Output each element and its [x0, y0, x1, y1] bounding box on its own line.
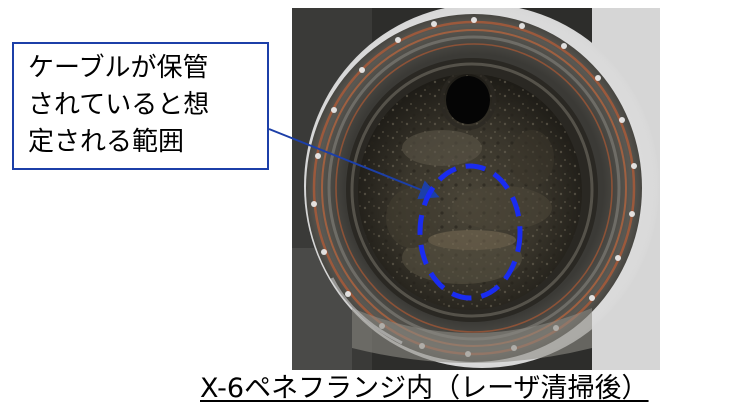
photo-caption: X-6ペネフランジ内（レーザ清掃後）	[200, 373, 649, 404]
callout-box: ケーブルが保管 されていると想 定される範囲	[12, 42, 269, 170]
callout-line-3: 定される範囲	[28, 127, 185, 157]
flange-photo	[292, 8, 660, 370]
callout-line-2: されていると想	[28, 90, 210, 120]
callout-line-1: ケーブルが保管	[28, 53, 209, 83]
